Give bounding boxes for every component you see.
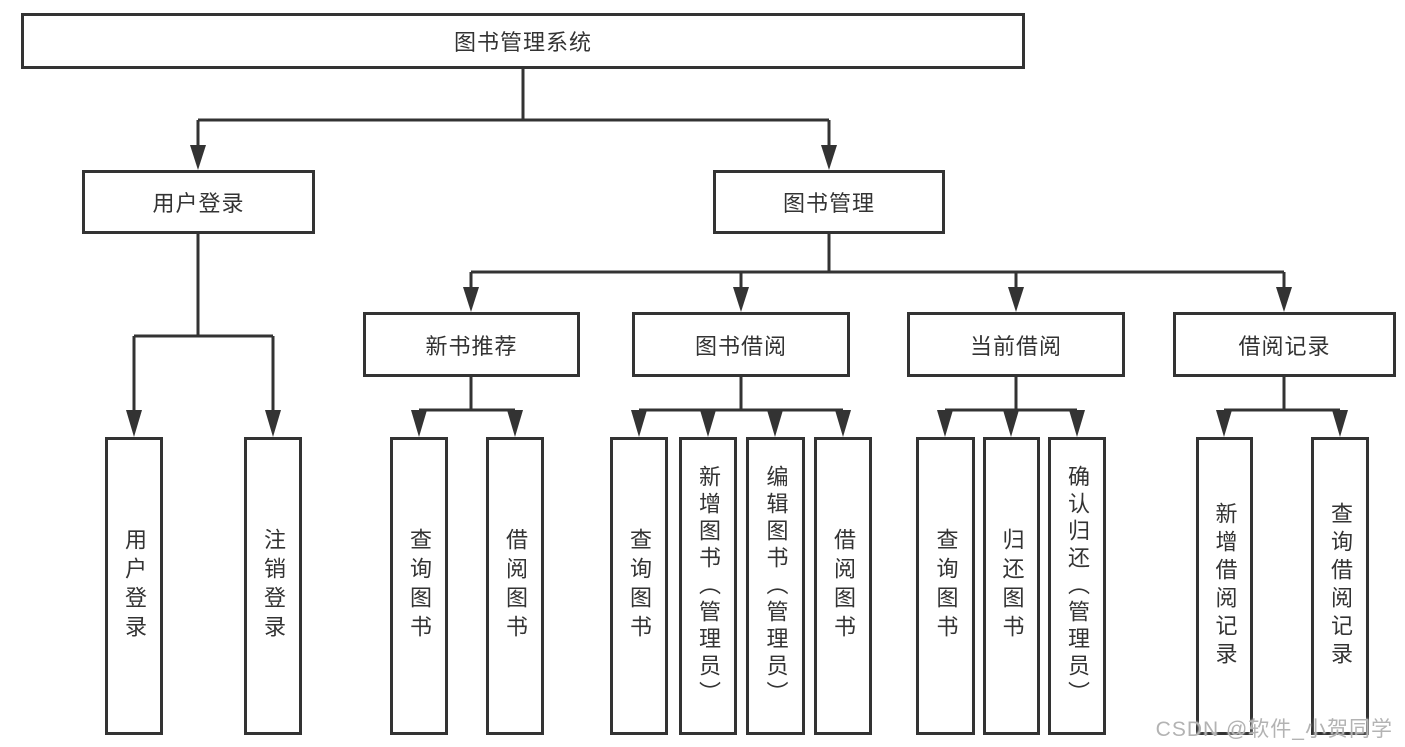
- leaf-add-book-admin: 新增图书（管理员）: [679, 437, 737, 735]
- arrowheads-leaves: [411, 410, 1348, 437]
- leaf-borrow-books-recommend: 借阅图书: [486, 437, 544, 735]
- connector-root-to-level1: [196, 69, 831, 146]
- node-book-borrowing: 图书借阅: [632, 312, 850, 377]
- node-new-book-recommend: 新书推荐: [363, 312, 580, 377]
- connector-borrow-records-to-leaves: [1224, 377, 1340, 412]
- leaf-query-books-current: 查询图书: [916, 437, 975, 735]
- leaf-edit-book-admin: 编辑图书（管理员）: [746, 437, 805, 735]
- node-borrow-records: 借阅记录: [1173, 312, 1396, 377]
- node-library-system: 图书管理系统: [21, 13, 1025, 69]
- leaf-add-borrow-record: 新增借阅记录: [1196, 437, 1253, 735]
- node-book-management: 图书管理: [713, 170, 945, 234]
- leaf-return-books: 归还图书: [983, 437, 1040, 735]
- arrowheads-level2: [463, 287, 1292, 312]
- watermark: CSDN @软件_小贺同学: [1155, 718, 1393, 741]
- leaf-query-borrow-record: 查询借阅记录: [1311, 437, 1369, 735]
- leaf-query-books-recommend: 查询图书: [390, 437, 448, 735]
- arrowheads-level1: [190, 145, 837, 170]
- connector-user-login-to-leaves: [132, 234, 275, 412]
- node-current-borrowing: 当前借阅: [907, 312, 1125, 377]
- arrowheads-user-login-leaves: [126, 410, 281, 437]
- leaf-query-books-borrowing: 查询图书: [610, 437, 668, 735]
- leaf-confirm-return-admin: 确认归还（管理员）: [1048, 437, 1106, 735]
- leaf-user-login: 用户登录: [105, 437, 163, 735]
- connector-book-borrowing-to-leaves: [639, 377, 843, 412]
- connector-current-borrowing-to-leaves: [945, 377, 1077, 412]
- node-user-login: 用户登录: [82, 170, 315, 234]
- connector-new-book-to-leaves: [419, 377, 515, 412]
- leaf-borrow-books-borrowing: 借阅图书: [814, 437, 872, 735]
- leaf-logout: 注销登录: [244, 437, 302, 735]
- connector-book-mgmt-to-level2: [469, 234, 1286, 288]
